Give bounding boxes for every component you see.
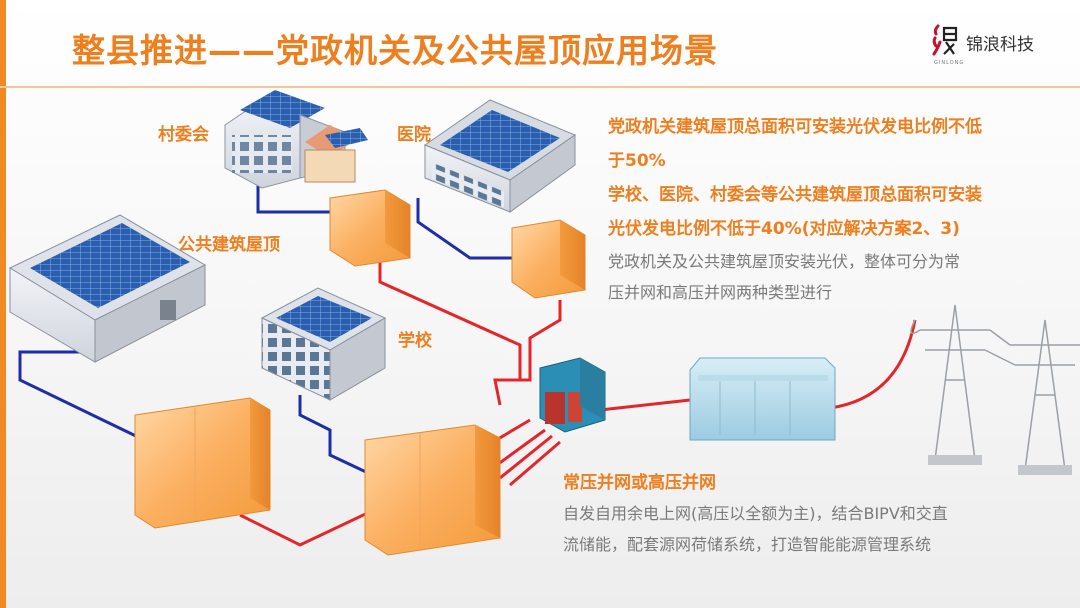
info-gray-1: 党政机关及公共建筑屋顶安装光伏，整体可分为常 [608, 252, 961, 271]
info-line-4: 光伏发电比例不低于40%(对应解决方案2、3) [608, 219, 960, 239]
inverter-bottom-left [134, 397, 271, 529]
village-committee-building [224, 90, 368, 189]
ginlong-logo-icon [932, 24, 958, 56]
grid-connection-title: 常压并网或高压并网 [563, 473, 716, 493]
hospital-building [423, 99, 577, 213]
info-gray-2: 压并网和高压并网两种类型进行 [608, 283, 833, 302]
policy-info: 党政机关建筑屋顶总面积可安装光伏发电比例不低 于50% 学校、医院、村委会等公共… [608, 110, 1066, 308]
school-building [260, 287, 387, 401]
info-line-3: 学校、医院、村委会等公共建筑屋顶总面积可安装 [608, 185, 982, 205]
info-line-2: 于50% [608, 151, 666, 171]
label-hospital: 医院 [397, 125, 431, 145]
transformer [539, 357, 606, 433]
company-logo: 锦浪科技 GINLONG [932, 22, 1062, 70]
grid-connection-info: 常压并网或高压并网 自发自用余电上网(高压以全额为主)，结合BIPV和交直 流储… [563, 468, 1063, 560]
logo-name: 锦浪科技 [966, 35, 1034, 55]
grid-connection-line-2: 流储能，配套源网荷储系统，打造智能能源管理系统 [563, 535, 932, 554]
label-school: 学校 [398, 331, 432, 351]
inverter-bottom-middle [364, 424, 501, 556]
logo-sub: GINLONG [934, 60, 965, 66]
info-line-1: 党政机关建筑屋顶总面积可安装光伏发电比例不低 [608, 117, 982, 137]
accent-bar [0, 0, 6, 608]
transmission-towers [910, 304, 1080, 475]
page-title: 整县推进——党政机关及公共屋顶应用场景 [72, 31, 718, 70]
inverter-top-right [511, 219, 586, 299]
grid-cabinet [689, 357, 836, 441]
public-building-roof [8, 214, 207, 363]
label-village-committee: 村委会 [158, 125, 209, 145]
grid-connection-line-1: 自发自用余电上网(高压以全额为主)，结合BIPV和交直 [563, 504, 948, 523]
inverter-top-left [329, 189, 411, 267]
header-divider [0, 86, 1080, 88]
label-public-roof: 公共建筑屋顶 [178, 235, 280, 255]
